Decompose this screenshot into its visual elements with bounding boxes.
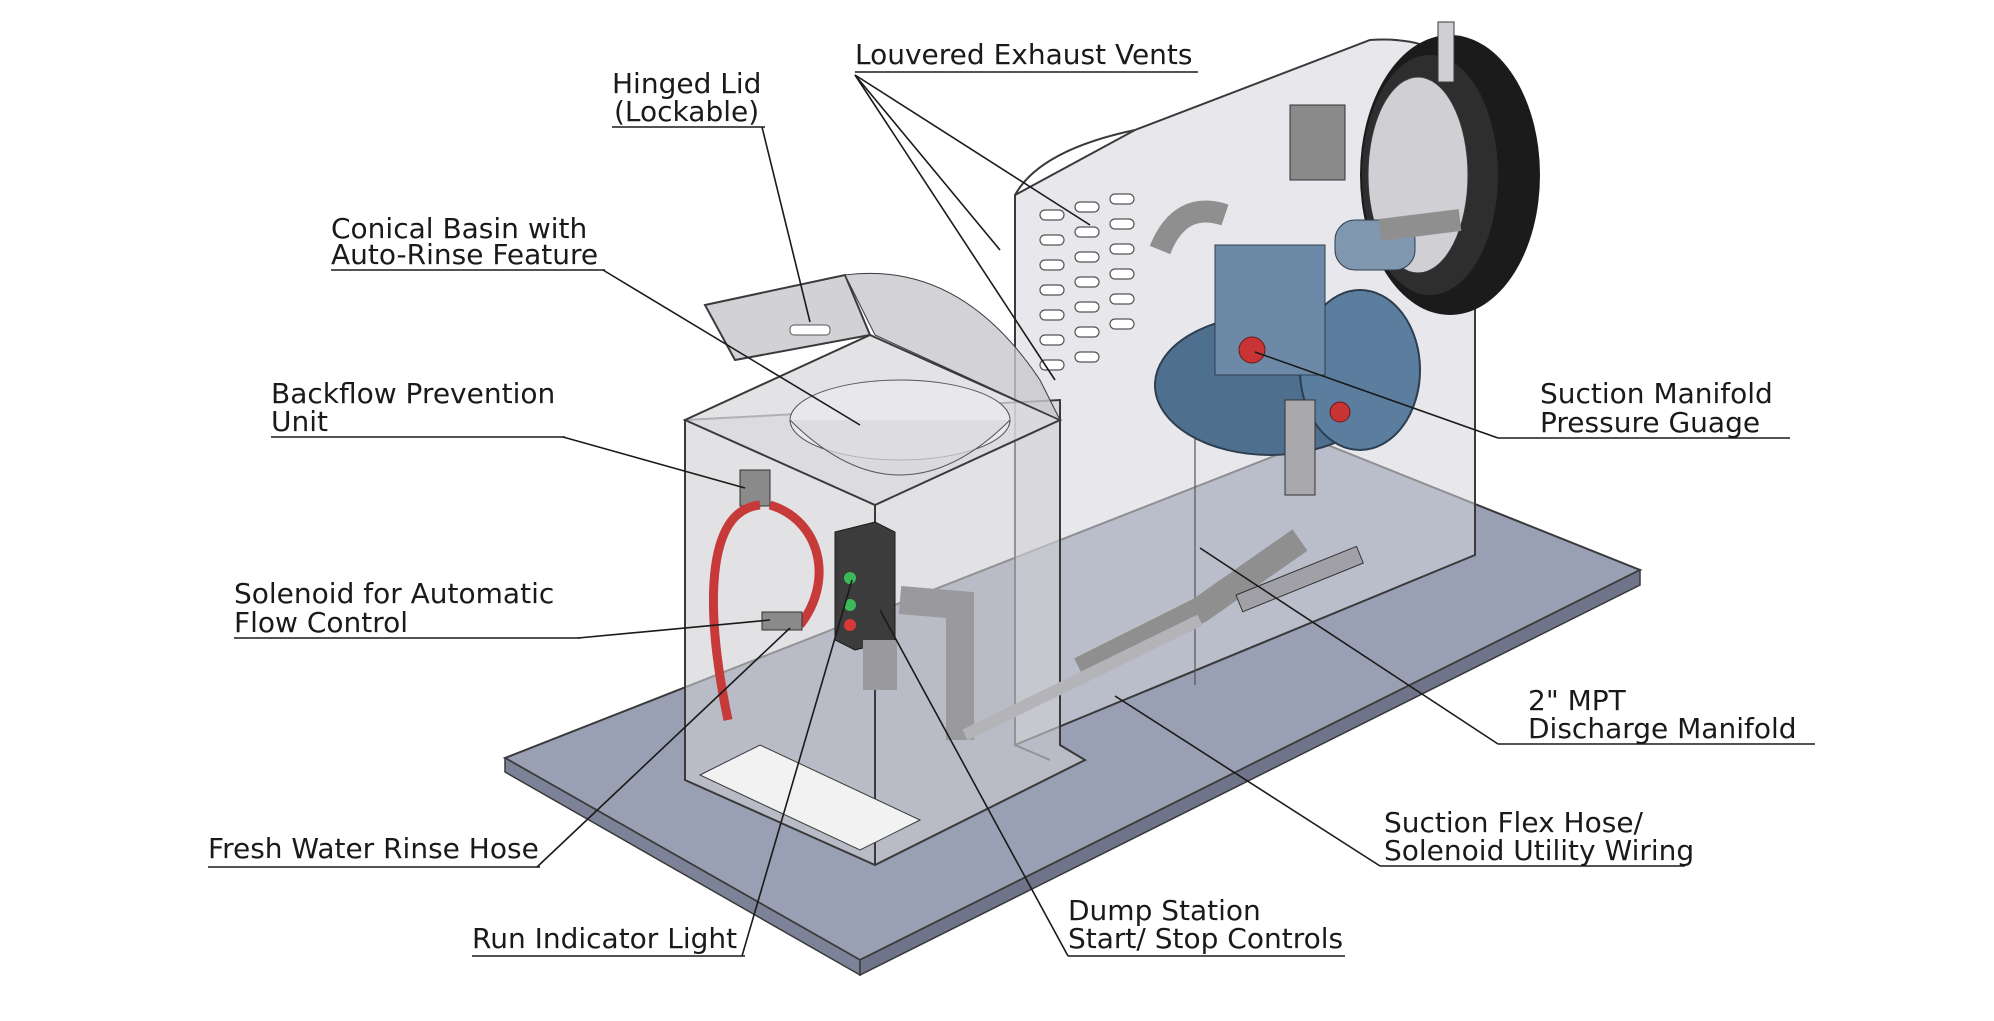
label-dump-controls: Dump Station Start/ Stop Controls: [1068, 894, 1345, 957]
louvered-exhaust-vents: [1039, 193, 1135, 371]
discharge-manifold: [1074, 529, 1308, 682]
hinged-lid-line1: Hinged Lid: [612, 67, 761, 100]
label-discharge-manifold: 2" MPT Discharge Manifold: [1498, 684, 1815, 745]
dump-station-box: [682, 272, 1203, 867]
solenoid-line1: Solenoid for Automatic: [234, 577, 554, 610]
fresh-water-label: Fresh Water Rinse Hose: [208, 832, 539, 865]
leader-lines: [536, 74, 1499, 957]
backflow-unit: [739, 469, 771, 507]
label-run-indicator: Run Indicator Light: [472, 922, 745, 957]
conical-basin-line2: Auto-Rinse Feature: [331, 238, 598, 271]
discharge-line2: Discharge Manifold: [1528, 712, 1797, 745]
control-box: [834, 521, 896, 651]
label-conical-basin: Conical Basin with Auto-Rinse Feature: [331, 212, 605, 271]
suction-manifold-line1: Suction Manifold: [1540, 377, 1773, 410]
backflow-line2: Unit: [271, 405, 328, 438]
conical-basin-line1: Conical Basin with: [331, 212, 587, 245]
solenoid: [761, 611, 803, 631]
discharge-line1: 2" MPT: [1528, 684, 1627, 717]
label-louvered-vents: Louvered Exhaust Vents: [855, 38, 1198, 73]
suction-manifold-line2: Pressure Guage: [1540, 406, 1760, 439]
louvered-vents-label: Louvered Exhaust Vents: [855, 38, 1192, 71]
label-hinged-lid: Hinged Lid (Lockable): [612, 67, 765, 128]
label-suction-manifold: Suction Manifold Pressure Guage: [1498, 377, 1790, 439]
flex-hose-line2: Solenoid Utility Wiring: [1384, 834, 1694, 867]
solenoid-line2: Flow Control: [234, 606, 408, 639]
callout-labels: Hinged Lid (Lockable) Louvered Exhaust V…: [208, 38, 1815, 957]
hinged-lid-line2: (Lockable): [614, 95, 759, 128]
hinged-lid: [703, 273, 872, 362]
run-indicator-label: Run Indicator Light: [472, 922, 737, 955]
suction-gauge-icon: [1238, 336, 1266, 364]
suction-flex-hose: [962, 614, 1203, 741]
dump-controls-line2: Start/ Stop Controls: [1068, 922, 1343, 955]
label-fresh-water-hose: Fresh Water Rinse Hose: [208, 832, 540, 868]
label-backflow: Backflow Prevention Unit: [271, 377, 565, 438]
flex-hose-line1: Suction Flex Hose/: [1384, 806, 1644, 839]
dump-controls-line1: Dump Station: [1068, 894, 1261, 927]
pump-assembly: [1074, 104, 1462, 682]
fresh-water-hose: [709, 500, 761, 721]
run-indicator-icon: [844, 572, 856, 584]
backflow-line1: Backflow Prevention: [271, 377, 555, 410]
label-flex-hose: Suction Flex Hose/ Solenoid Utility Wiri…: [1380, 806, 1694, 867]
label-solenoid: Solenoid for Automatic Flow Control: [234, 577, 580, 639]
